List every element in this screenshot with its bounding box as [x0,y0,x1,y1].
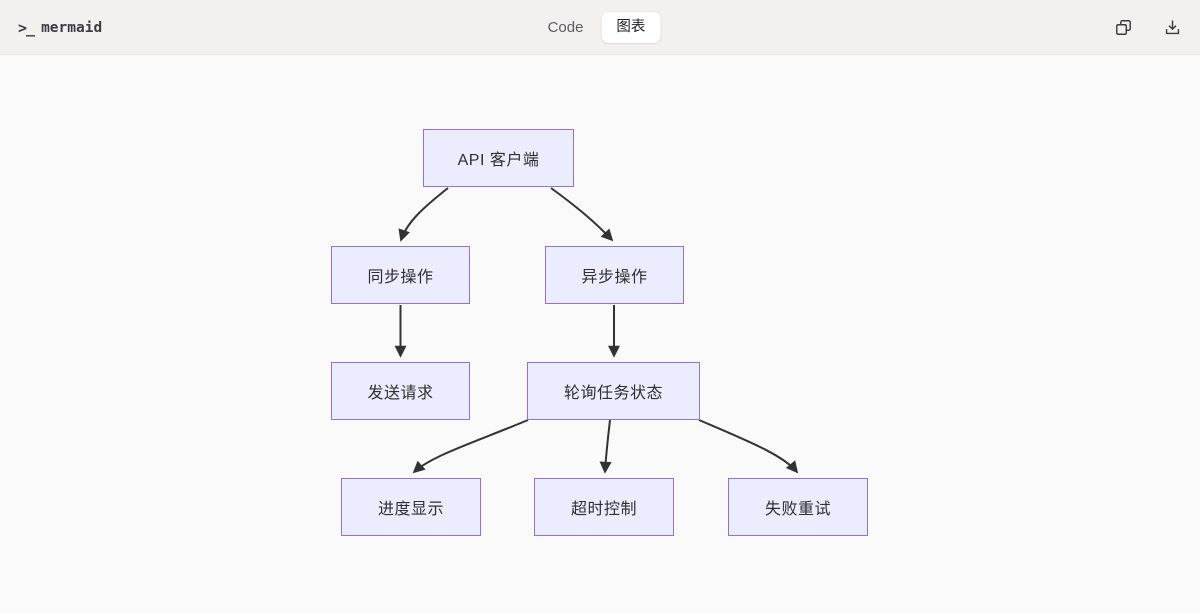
app-logo[interactable]: >_ mermaid [18,0,102,55]
terminal-prompt-icon: >_ [18,18,35,37]
node-retry: 失败重试 [728,478,868,536]
edge-poll-timeout [599,419,612,474]
download-icon [1163,18,1182,37]
app-logo-text: mermaid [41,19,103,36]
edge-client-async [550,187,614,242]
view-mode-tabs: Code 图表 [540,0,661,55]
edge-poll-progress [412,419,529,474]
copy-button[interactable] [1112,16,1135,39]
node-sync-op: 同步操作 [331,246,470,304]
node-progress: 进度显示 [341,478,481,536]
node-async-op: 异步操作 [545,246,684,304]
copy-icon [1114,18,1133,37]
node-timeout: 超时控制 [534,478,674,536]
app-header: >_ mermaid Code 图表 [0,0,1200,55]
edge-client-sync [398,187,449,242]
tab-diagram[interactable]: 图表 [601,12,661,43]
node-api-client: API 客户端 [423,129,574,187]
tab-code[interactable]: Code [540,14,592,41]
diagram-canvas: API 客户端 同步操作 异步操作 发送请求 轮询任务状态 进度显示 超时控制 … [0,55,1200,613]
edge-poll-retry [698,419,799,474]
download-button[interactable] [1161,16,1184,39]
header-actions [1112,0,1184,55]
node-send-request: 发送请求 [331,362,470,420]
node-poll-status: 轮询任务状态 [527,362,700,420]
